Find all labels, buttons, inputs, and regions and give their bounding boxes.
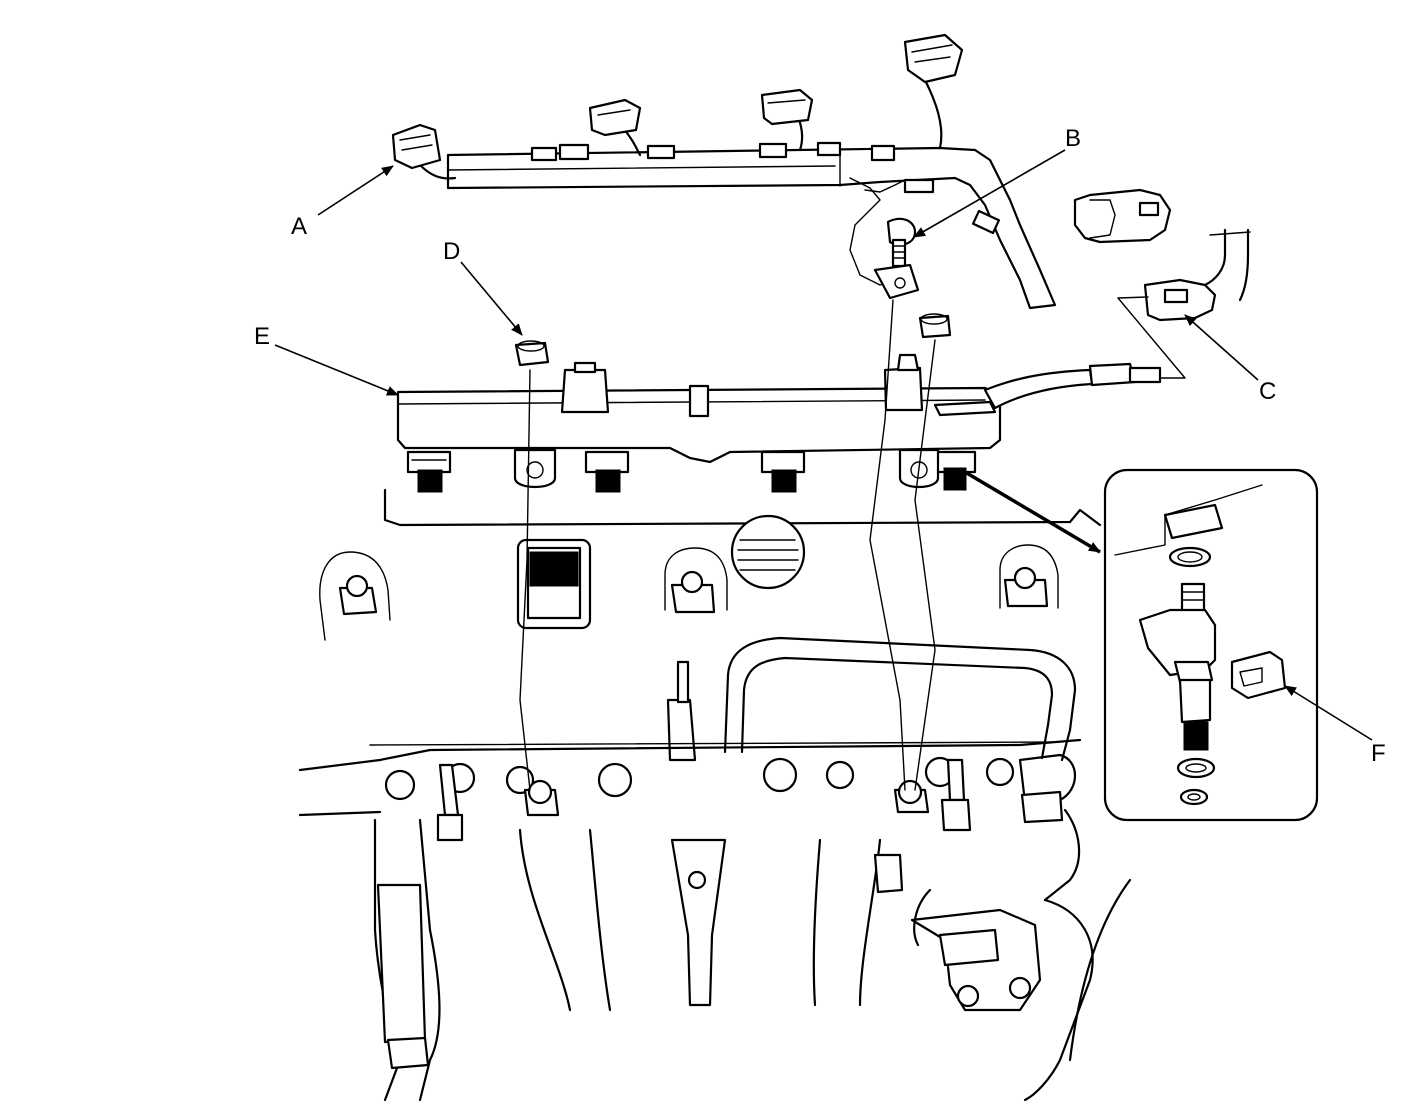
fuel-connector-c — [1073, 188, 1251, 379]
fuel-injectors — [406, 448, 977, 493]
nut-d — [514, 313, 952, 367]
fuel-rail-e — [396, 353, 1162, 464]
callout-f-label: F — [1371, 740, 1386, 767]
cylinder-head — [298, 488, 1132, 1102]
engine-wire-harness — [391, 33, 1057, 310]
callout-d-label: D — [443, 238, 461, 265]
ground-bolt-b — [873, 217, 920, 300]
callout-c-label: C — [1259, 378, 1277, 405]
leader-lines — [274, 149, 1373, 791]
injector-detail-inset — [1103, 468, 1319, 822]
callout-e-label: E — [254, 323, 271, 350]
callout-b-label: B — [1065, 125, 1082, 152]
callout-a-label: A — [291, 213, 308, 240]
